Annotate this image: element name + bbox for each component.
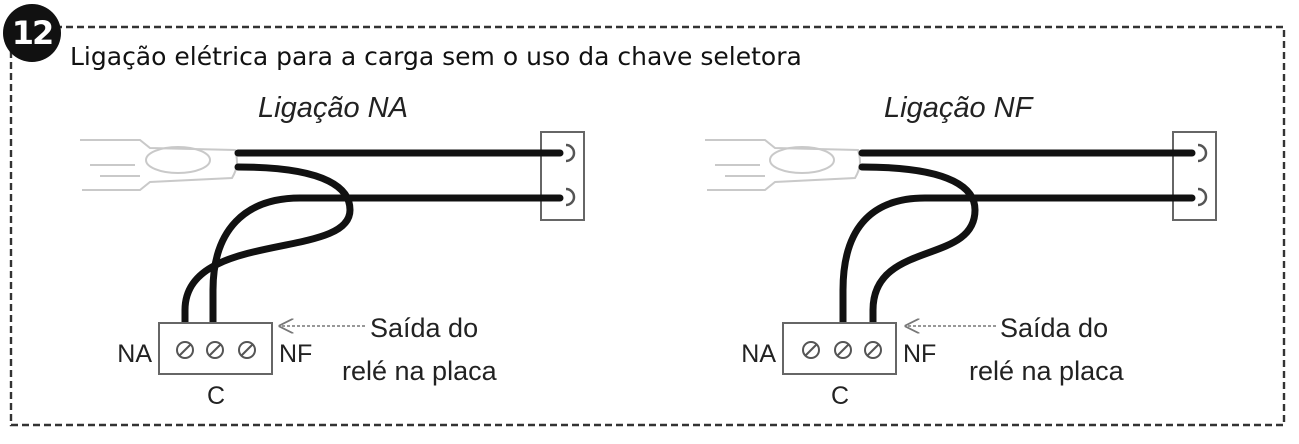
terminal-block [782, 322, 897, 375]
diagram-nf: Ligação NF [705, 92, 1217, 410]
wires-nf [839, 149, 1196, 334]
output-label-line2: relé na placa [969, 356, 1125, 386]
wires-na [181, 149, 564, 334]
step-number-badge: 12 [3, 4, 61, 62]
diagram-na: Ligação NA [80, 92, 585, 410]
wire-to-common [839, 194, 1196, 334]
wire-to-common [209, 194, 564, 334]
outlet-box [1172, 131, 1217, 221]
lamp-icon [705, 139, 861, 191]
terminal-na-label: NA [117, 340, 152, 368]
wire-to-na [181, 163, 354, 334]
diagram-heading: Ligação NF [884, 92, 1035, 124]
outlet-box [540, 131, 585, 221]
diagram-heading: Ligação NA [258, 92, 408, 124]
page-title: Ligação elétrica para a carga sem o uso … [70, 42, 802, 71]
output-label-line1: Saída do [1000, 313, 1108, 343]
output-label-line1: Saída do [370, 313, 478, 343]
output-label-line2: relé na placa [342, 356, 498, 386]
terminal-na-label: NA [741, 340, 776, 368]
terminal-nf-label: NF [279, 340, 312, 368]
terminal-nf-label: NF [903, 340, 936, 368]
lamp-icon [80, 139, 238, 191]
terminal-common-label: C [831, 382, 849, 410]
terminal-common-label: C [207, 382, 225, 410]
wire-to-nf [858, 163, 979, 334]
terminal-block [158, 322, 273, 375]
